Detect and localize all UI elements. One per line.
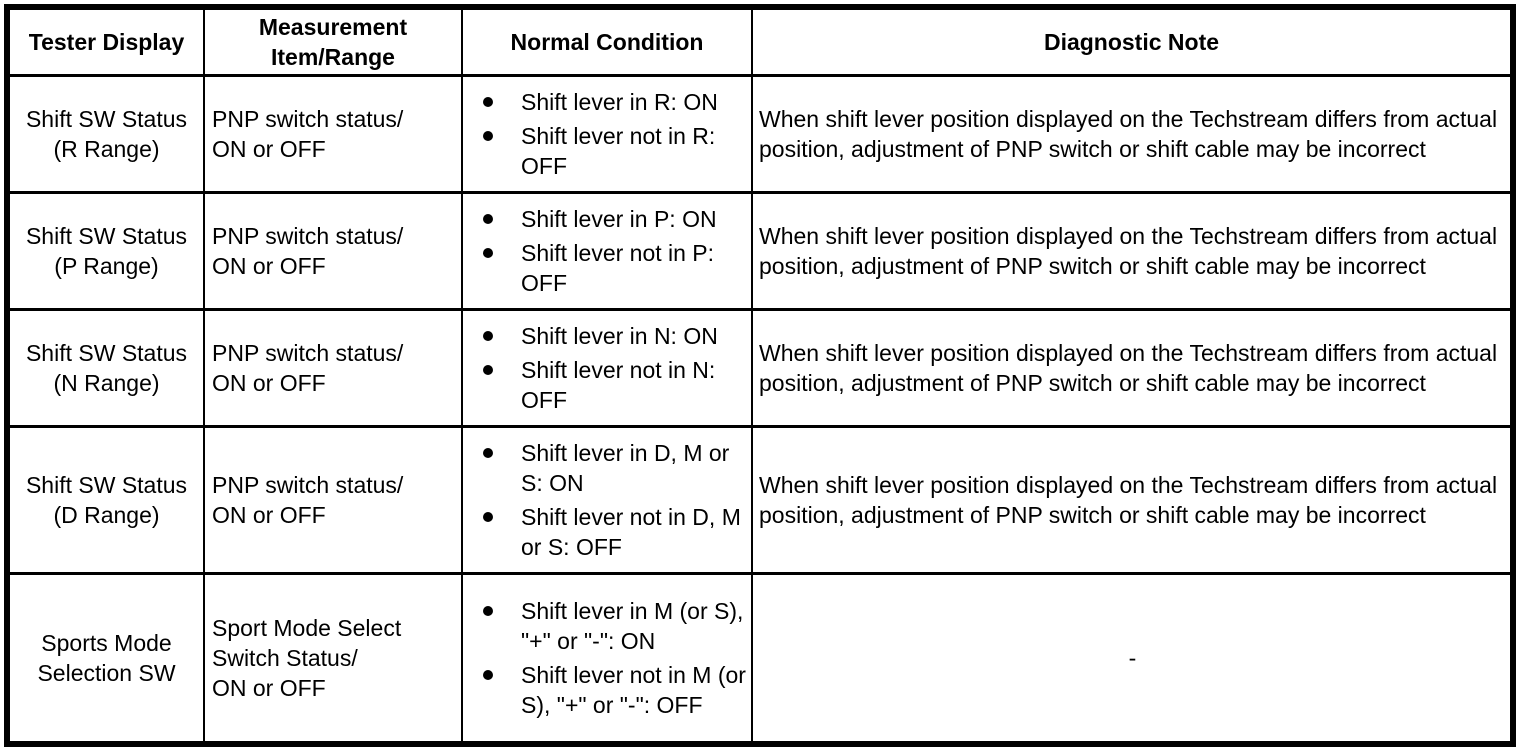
condition-text: Shift lever not in P: OFF: [521, 240, 715, 296]
cell-diagnostic-note: When shift lever position displayed on t…: [751, 308, 1514, 428]
cell-measurement-item-range: PNP switch status/ ON or OFF: [203, 425, 463, 575]
condition-item: Shift lever in P: ON: [483, 204, 747, 234]
bullet-icon: [483, 448, 493, 458]
cell-normal-condition: Shift lever in D, M or S: ON Shift lever…: [461, 425, 753, 575]
table-row: Sports Mode Selection SW Sport Mode Sele…: [6, 572, 1514, 745]
cell-diagnostic-note: When shift lever position displayed on t…: [751, 191, 1514, 311]
condition-item: Shift lever not in N: OFF: [483, 355, 747, 415]
cell-tester-display: Shift SW Status (D Range): [6, 425, 205, 575]
cell-normal-condition: Shift lever in R: ON Shift lever not in …: [461, 74, 753, 194]
table-row: Shift SW Status (N Range) PNP switch sta…: [6, 308, 1514, 428]
header-measurement-item-range: Measurement Item/Range: [203, 5, 463, 77]
table-row: Shift SW Status (P Range) PNP switch sta…: [6, 191, 1514, 311]
condition-text: Shift lever not in M (or S), "+" or "-":…: [521, 661, 746, 718]
cell-tester-display: Shift SW Status (N Range): [6, 308, 205, 428]
condition-item: Shift lever not in R: OFF: [483, 121, 747, 181]
condition-item: Shift lever not in M (or S), "+" or "-":…: [483, 660, 747, 720]
cell-tester-display: Shift SW Status (P Range): [6, 191, 205, 311]
cell-tester-display: Sports Mode Selection SW: [6, 572, 205, 745]
cell-normal-condition: Shift lever in P: ON Shift lever not in …: [461, 191, 753, 311]
condition-item: Shift lever in R: ON: [483, 87, 747, 117]
bullet-icon: [483, 605, 493, 616]
diagnostic-data-table: Tester Display Measurement Item/Range No…: [4, 4, 1516, 747]
condition-text: Shift lever not in R: OFF: [521, 123, 716, 179]
condition-text: Shift lever in D, M or S: ON: [521, 440, 730, 496]
condition-item: Shift lever not in P: OFF: [483, 238, 747, 298]
table-row: Shift SW Status (R Range) PNP switch sta…: [6, 74, 1514, 194]
cell-diagnostic-note: -: [751, 572, 1514, 745]
cell-diagnostic-note: When shift lever position displayed on t…: [751, 74, 1514, 194]
condition-text: Shift lever in R: ON: [521, 89, 718, 115]
cell-diagnostic-note: When shift lever position displayed on t…: [751, 425, 1514, 575]
condition-text: Shift lever in M (or S), "+" or "-": ON: [521, 597, 744, 654]
cell-normal-condition: Shift lever in M (or S), "+" or "-": ON …: [461, 572, 753, 745]
bullet-icon: [483, 214, 493, 224]
condition-text: Shift lever not in N: OFF: [521, 357, 716, 413]
condition-item: Shift lever in N: ON: [483, 321, 747, 351]
condition-text: Shift lever in N: ON: [521, 323, 718, 349]
cell-normal-condition: Shift lever in N: ON Shift lever not in …: [461, 308, 753, 428]
table-row: Shift SW Status (D Range) PNP switch sta…: [6, 425, 1514, 575]
condition-text: Shift lever in P: ON: [521, 206, 717, 232]
condition-text: Shift lever not in D, M or S: OFF: [521, 504, 741, 560]
cell-measurement-item-range: PNP switch status/ ON or OFF: [203, 191, 463, 311]
header-row: Tester Display Measurement Item/Range No…: [6, 5, 1514, 77]
bullet-icon: [483, 248, 493, 258]
bullet-icon: [483, 512, 493, 522]
condition-item: Shift lever in D, M or S: ON: [483, 438, 747, 498]
bullet-icon: [483, 131, 493, 141]
header-diagnostic-note: Diagnostic Note: [751, 5, 1514, 77]
cell-measurement-item-range: Sport Mode Select Switch Status/ ON or O…: [203, 572, 463, 745]
cell-measurement-item-range: PNP switch status/ ON or OFF: [203, 74, 463, 194]
cell-tester-display: Shift SW Status (R Range): [6, 74, 205, 194]
header-normal-condition: Normal Condition: [461, 5, 753, 77]
header-tester-display: Tester Display: [6, 5, 205, 77]
bullet-icon: [483, 331, 493, 341]
condition-item: Shift lever in M (or S), "+" or "-": ON: [483, 596, 747, 656]
cell-measurement-item-range: PNP switch status/ ON or OFF: [203, 308, 463, 428]
bullet-icon: [483, 669, 493, 680]
condition-item: Shift lever not in D, M or S: OFF: [483, 502, 747, 562]
bullet-icon: [483, 97, 493, 107]
bullet-icon: [483, 365, 493, 375]
